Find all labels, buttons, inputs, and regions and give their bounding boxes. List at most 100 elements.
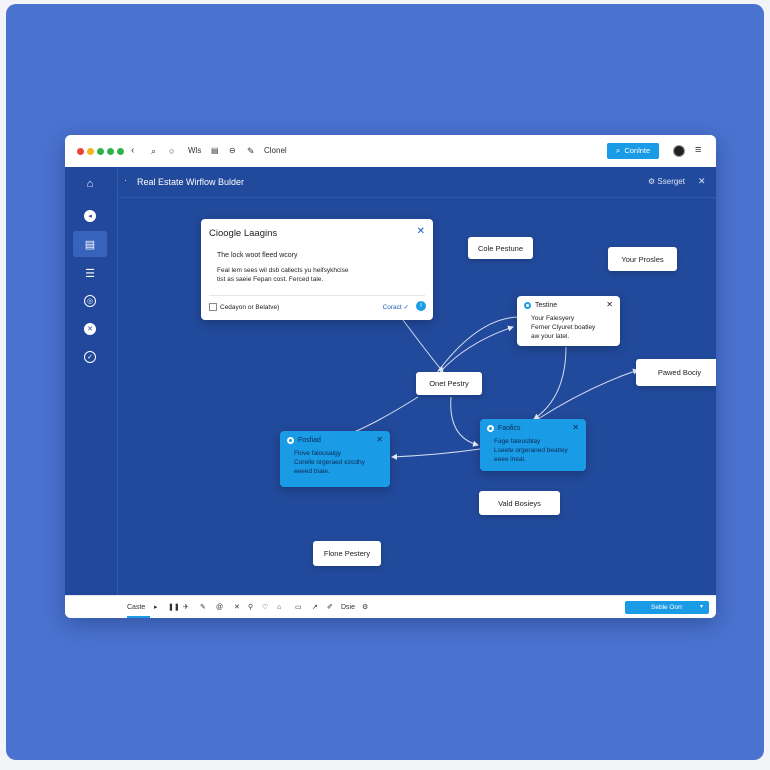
home-icon[interactable]: ⌂ [86,178,94,190]
settings-icon[interactable]: ⚙ [362,604,369,611]
app-window: ‹ ⌕ ○ Wls ▤ ⊖ ✎ Clonel ⌕Conlnte ≡ ⌂ ◂ ▤ … [65,135,716,618]
close-window-dot[interactable] [77,148,84,155]
toolbar-item-wls[interactable]: Wls [188,146,202,155]
avatar[interactable] [673,145,685,157]
edge-onet-left [353,396,419,433]
print-icon[interactable]: ▤ [211,146,219,155]
bird-icon[interactable]: ✈ [183,604,189,611]
node-pawed-bociy[interactable]: Pawed Bociy [636,359,716,386]
chevron-left-icon[interactable]: ‹ [131,145,135,156]
testine-card[interactable]: Testine ✕ Your Falesyery Ferner Clyuret … [517,296,620,346]
card-line: The lock woot fleed wcory [217,252,298,259]
edge-onet-right [439,325,514,373]
node-onet-pestry[interactable]: Onet Pestry [416,372,482,395]
close-icon[interactable]: ✕ [606,300,613,309]
divider [209,295,425,296]
fosfiad-card[interactable]: Fosfiad ✕ Flove falousalgy Corelle orger… [280,431,390,487]
connect-button[interactable]: ⌕Conlnte [607,143,659,159]
node-label: Onet Pestry [429,379,469,388]
play-icon [287,437,294,444]
canvas-header: · Real Estate Wirflow Bulder ⚙ Sserget ✕ [118,167,716,198]
document-icon[interactable]: ▤ [73,231,107,257]
list-icon[interactable]: ☰ [85,267,95,280]
node-vald-bosieys[interactable]: Vald Bosieys [479,491,560,515]
card-line: Lseete orgeraned beatley [494,447,568,454]
canvas-right-label: Sserget [657,177,685,186]
node-your-prosles[interactable]: Your Prosles [608,247,677,271]
close-icon[interactable]: ✕ [416,226,425,237]
card-line: Flove falousalgy [294,450,341,457]
google-logins-card[interactable]: Cioogle Laagins ✕ The lock woot fleed wc… [201,219,433,320]
play-icon[interactable]: ▸ [154,604,158,611]
pause-icon[interactable]: ❚❚ [168,604,180,611]
node-label: Cole Pestune [477,243,524,253]
frame-icon[interactable]: ▭ [295,604,302,611]
card-line: Corelle orgeraed ezcdhy [294,459,365,466]
node-label: Flone Pestery [323,549,371,558]
pen-icon[interactable]: ✎ [247,146,255,156]
maximize-window-dot[interactable] [97,148,104,155]
minimize-window-dot[interactable] [87,148,94,155]
arrow-circle-icon[interactable]: ◂ [79,205,101,227]
pen-icon[interactable]: ✎ [200,604,206,611]
chevron-down-icon[interactable]: ▾ [699,604,703,610]
card-line: eeeed tnaie. [294,468,330,475]
node-label: Your Prosles [621,254,664,264]
close-icon[interactable]: ✕ [234,604,240,611]
info-icon[interactable]: i [416,301,426,311]
close-icon[interactable]: ✕ [698,176,706,186]
status-dot [117,148,124,155]
card-body: Flove falousalgy Corelle orgeraed ezcdhy… [294,449,365,476]
node-flone-pestery[interactable]: Flone Pestery [313,541,381,566]
checkbox[interactable] [209,303,217,311]
edge-right-center [533,346,567,420]
card-line: aw your latel. [531,333,570,340]
node-cole-pestune[interactable]: Cole Pestune [468,237,533,259]
card-line: eeee ineal. [494,456,526,463]
card-line: Feal lem sees wil dsb callects yu heifsy… [217,267,349,274]
card-title: Faofics [498,425,521,432]
target-icon[interactable]: ◎ [79,290,101,312]
gear-icon: ⚙ [648,177,656,186]
card-header: Fosfiad [287,437,321,444]
edge-onet-center [450,396,479,447]
top-toolbar: ‹ ⌕ ○ Wls ▤ ⊖ ✎ Clonel ⌕Conlnte ≡ [65,135,716,167]
at-icon[interactable]: @ [216,604,224,611]
edge-center-left [391,448,481,460]
lock-icon[interactable]: ⊖ [229,146,236,155]
active-tab-indicator [127,616,150,618]
settings-icon[interactable]: ✕ [79,318,101,340]
workflow-canvas[interactable]: · Real Estate Wirflow Bulder ⚙ Sserget ✕ [118,167,716,595]
play-icon [524,302,531,309]
canvas-settings[interactable]: ⚙ Sserget [648,177,685,186]
heart-icon[interactable]: ♡ [262,604,269,611]
close-icon[interactable]: ✕ [376,435,383,444]
card-title: Fosfiad [298,437,321,444]
toolbar-item-clonel[interactable]: Clonel [264,146,287,155]
edge-google-onet [402,319,444,373]
hamburger-icon[interactable]: ≡ [695,144,702,156]
card-line: Ferner Clyuret boatley [531,324,596,331]
card-header: Testine [524,302,557,309]
brush-icon[interactable]: ✐ [327,604,333,611]
card-body: Your Falesyery Ferner Clyuret boatley aw… [531,314,595,341]
card-header: Faofics [487,425,521,432]
check-circle-icon[interactable]: ✓ [79,346,101,368]
search-icon[interactable]: ⌕ [151,146,157,156]
arrow-icon[interactable]: ↗ [312,604,318,611]
save-button[interactable]: Seble Oorr ▾ [625,601,709,614]
save-button-label: Seble Oorr [651,604,683,611]
circle-icon[interactable]: ○ [169,146,175,156]
card-line: tist as saeie Fepan cost. Ferced tale. [217,276,324,283]
tab-caste[interactable]: Caste [127,604,146,611]
card-footer-left[interactable]: Cedayon or Belatve) [209,303,279,311]
tab-dsie[interactable]: Dsie [341,604,356,611]
card-title: Testine [535,302,558,309]
faofics-card[interactable]: Faofics ✕ Fage fateusblay Lseete orgeran… [480,419,586,471]
connect-link[interactable]: Coract ✓ [382,304,409,311]
bookmark-icon[interactable]: ⌂ [277,604,282,611]
card-line: Your Falesyery [531,315,575,322]
close-icon[interactable]: ✕ [572,423,579,432]
pin-icon[interactable]: ⚲ [248,604,254,611]
dot-icon: · [124,175,127,185]
